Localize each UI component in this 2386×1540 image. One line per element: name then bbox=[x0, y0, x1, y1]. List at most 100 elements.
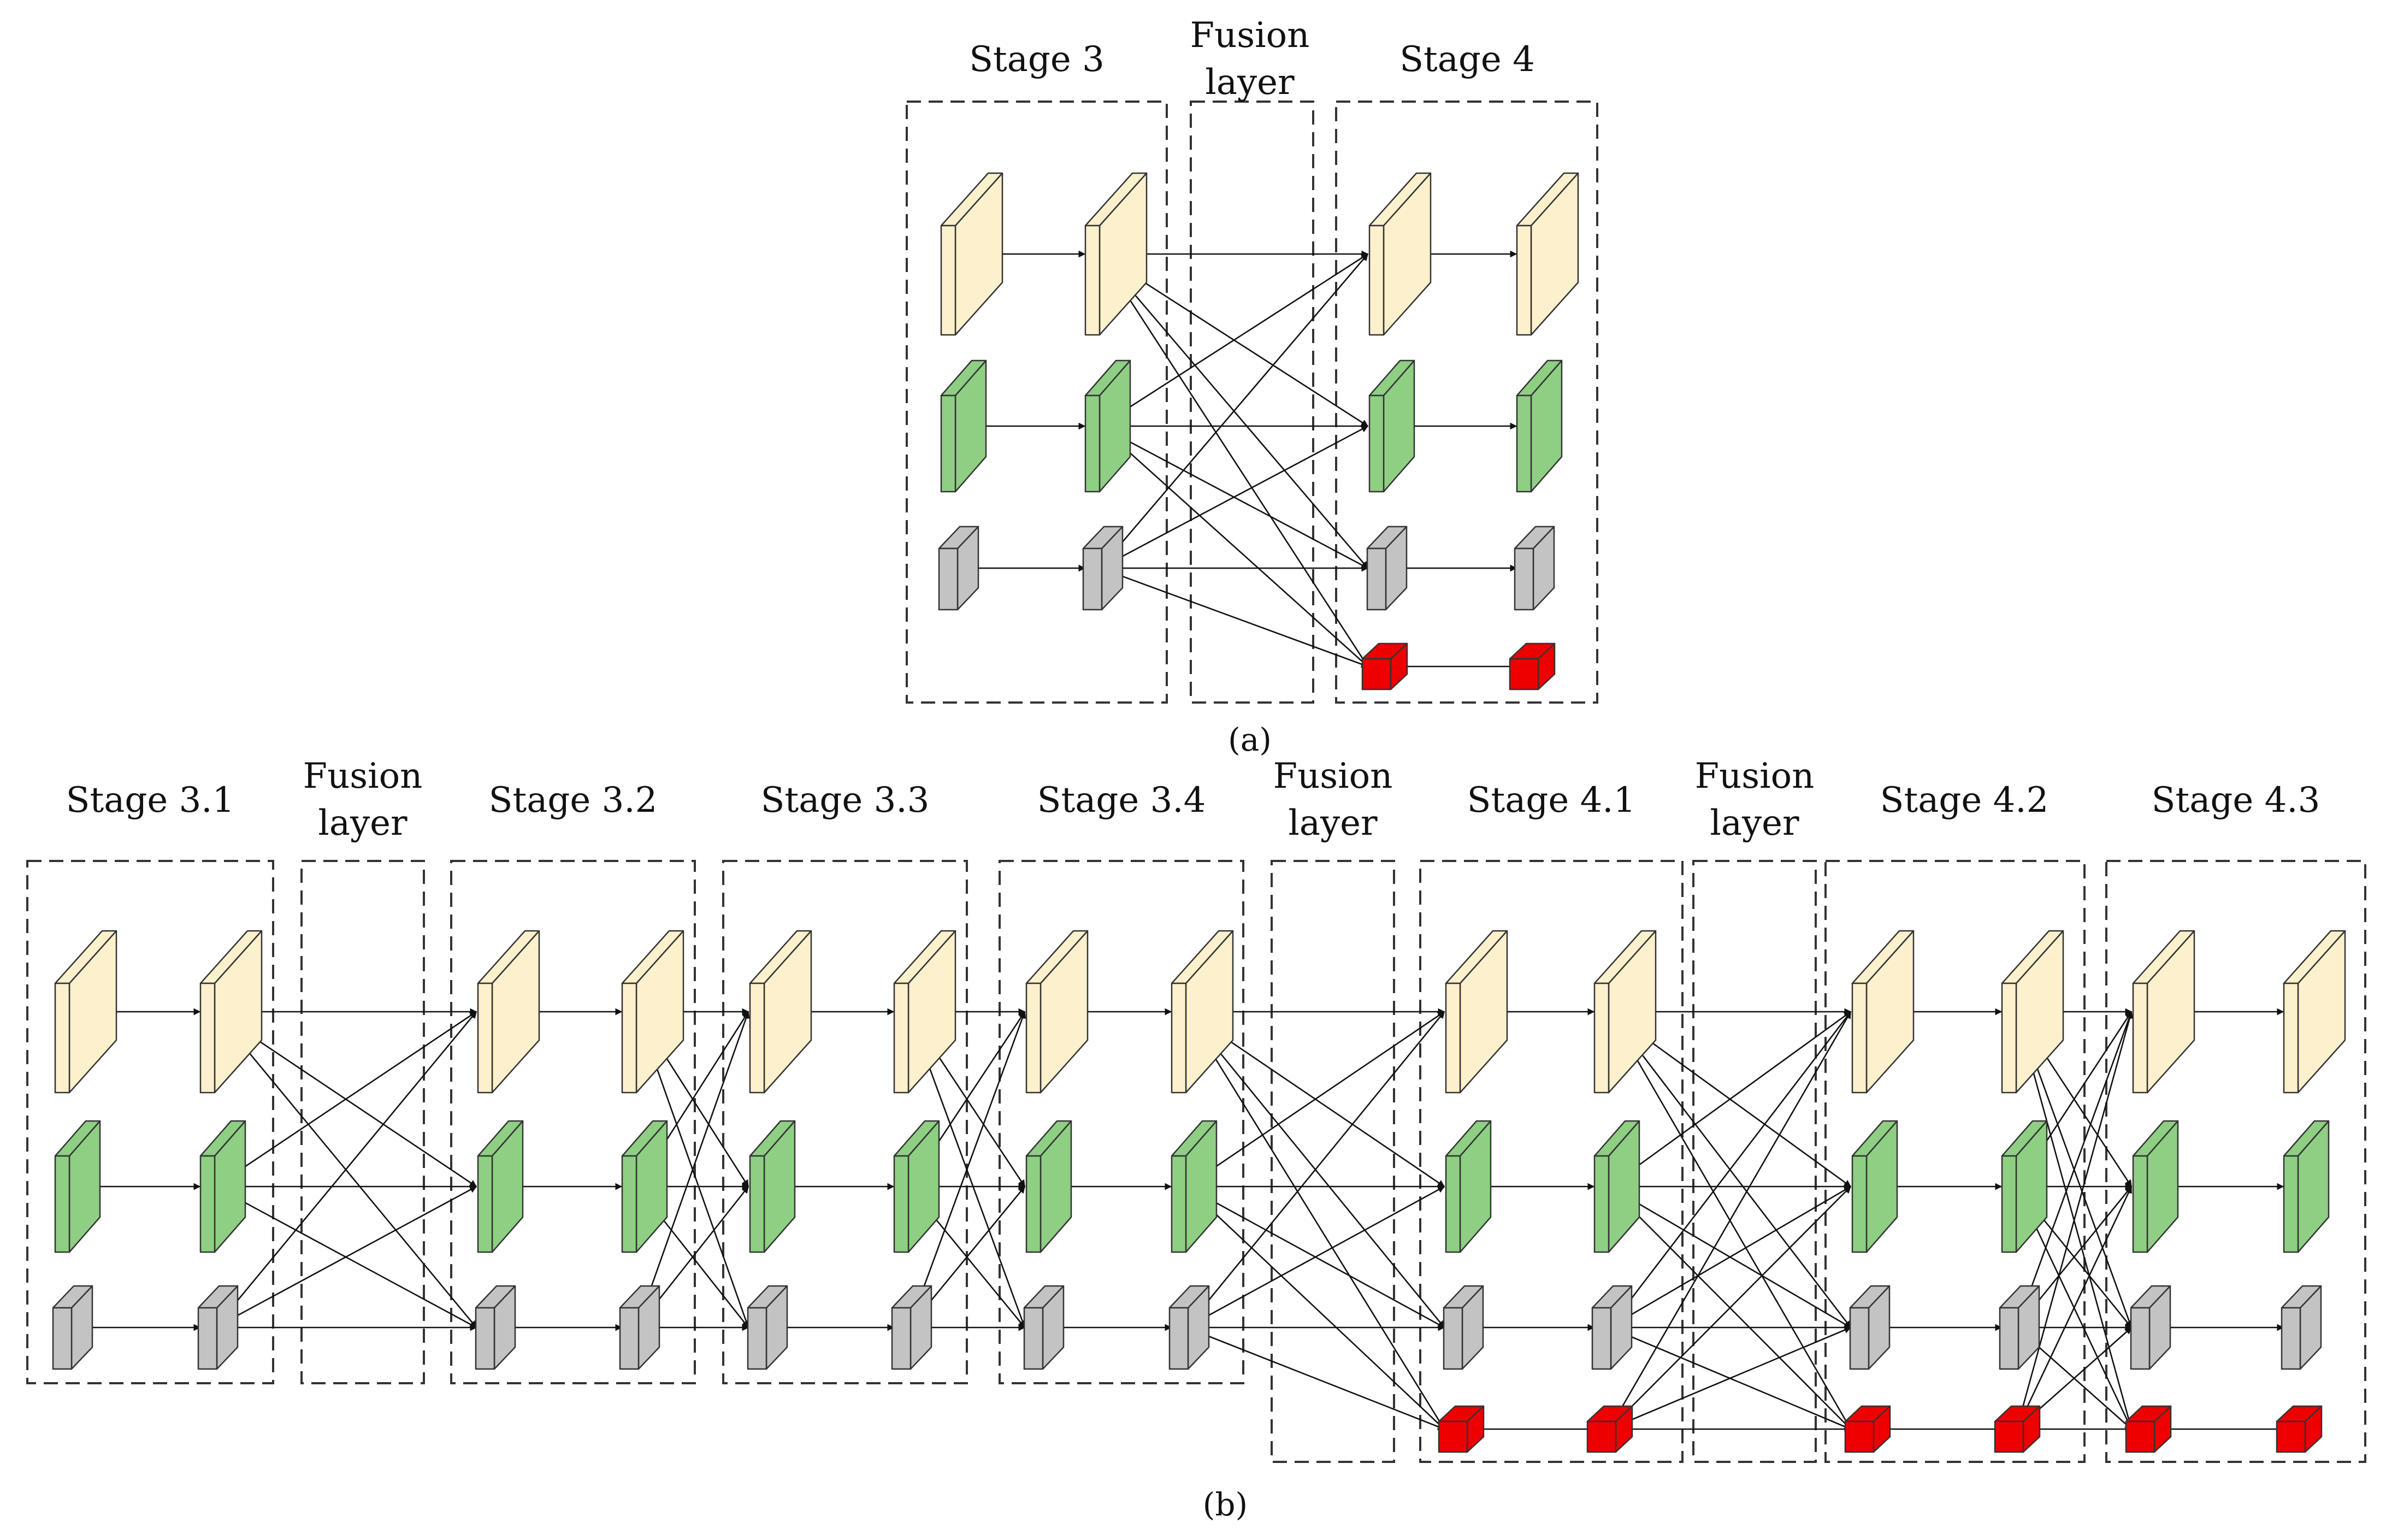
connection-arrow bbox=[1609, 1186, 1851, 1430]
connection-arrow bbox=[636, 1011, 750, 1328]
stage-box bbox=[26, 860, 274, 1384]
connection-arrow bbox=[1609, 1011, 1852, 1188]
connection-arrow bbox=[1100, 425, 1369, 569]
stage-label: Stage 3.4 bbox=[1037, 780, 1206, 821]
stage-box bbox=[1419, 860, 1684, 1463]
high-resolution-feature-map bbox=[749, 930, 812, 1094]
medium-resolution-feature-map bbox=[1025, 1120, 1072, 1253]
high-resolution-feature-map bbox=[2132, 930, 2195, 1094]
connection-arrow bbox=[214, 1011, 477, 1328]
panel-a-feature-maps bbox=[938, 172, 1579, 691]
connection-arrow bbox=[1185, 1011, 1445, 1430]
medium-resolution-feature-map bbox=[2283, 1120, 2330, 1253]
high-resolution-feature-map bbox=[621, 930, 684, 1094]
medium-resolution-feature-map bbox=[1084, 359, 1131, 493]
medium-resolution-feature-map bbox=[1593, 1120, 1640, 1253]
low-resolution-feature-map bbox=[1023, 1285, 1065, 1370]
connection-arrow bbox=[1185, 1011, 1445, 1328]
fusion-layer-label-line2: layer bbox=[1205, 62, 1295, 103]
panel-b-feature-maps bbox=[52, 930, 2346, 1453]
high-resolution-feature-map bbox=[477, 930, 540, 1094]
fusion-layer-label-line1: Fusion bbox=[303, 756, 423, 796]
fusion-layer-box bbox=[1190, 101, 1314, 704]
lowest-resolution-feature-map bbox=[2125, 1405, 2172, 1453]
connection-arrow bbox=[1100, 426, 1368, 667]
panel-a-boxes bbox=[906, 101, 1598, 704]
medium-resolution-feature-map bbox=[1445, 1120, 1492, 1253]
panel-a-caption: (a) bbox=[1228, 721, 1272, 758]
medium-resolution-feature-map bbox=[477, 1120, 524, 1253]
stage-label: Stage 4.3 bbox=[2152, 780, 2320, 821]
fusion-layer-box bbox=[1692, 860, 1817, 1463]
low-resolution-feature-map bbox=[747, 1285, 788, 1370]
medium-resolution-feature-map bbox=[2132, 1120, 2179, 1253]
low-resolution-feature-map bbox=[475, 1285, 516, 1370]
stage-box bbox=[906, 101, 1168, 704]
connection-arrow bbox=[1100, 567, 1369, 668]
fusion-layer-box bbox=[300, 860, 425, 1384]
high-resolution-feature-map bbox=[1593, 930, 1657, 1094]
high-resolution-feature-map bbox=[1368, 172, 1432, 336]
high-resolution-feature-map bbox=[54, 930, 117, 1094]
high-resolution-feature-map bbox=[2001, 930, 2064, 1094]
lowest-resolution-feature-map bbox=[1844, 1405, 1891, 1453]
fusion-layer-label-line1: Fusion bbox=[1695, 756, 1815, 796]
low-resolution-feature-map bbox=[1082, 526, 1124, 611]
high-resolution-feature-map bbox=[1025, 930, 1089, 1094]
lowest-resolution-feature-map bbox=[2276, 1405, 2323, 1453]
fusion-layer-label-line2: layer bbox=[1288, 803, 1378, 843]
low-resolution-feature-map bbox=[1443, 1285, 1484, 1370]
fusion-layer-label-line2: layer bbox=[318, 803, 407, 843]
low-resolution-feature-map bbox=[2130, 1285, 2171, 1370]
connection-arrow bbox=[215, 1185, 477, 1329]
stage-box bbox=[1335, 101, 1598, 704]
stage-box bbox=[1824, 860, 2086, 1463]
low-resolution-feature-map bbox=[1168, 1285, 1210, 1370]
medium-resolution-feature-map bbox=[940, 359, 987, 493]
panel-a-connections bbox=[956, 250, 1517, 670]
connection-arrow bbox=[1100, 253, 1369, 427]
low-resolution-feature-map bbox=[891, 1285, 932, 1370]
stage-label: Stage 3.3 bbox=[761, 780, 930, 821]
stage-label: Stage 3 bbox=[969, 39, 1105, 80]
lowest-resolution-feature-map bbox=[1438, 1405, 1485, 1453]
high-resolution-feature-map bbox=[893, 930, 956, 1094]
connection-arrow bbox=[215, 1011, 477, 1188]
connection-arrow bbox=[1609, 1326, 1852, 1430]
fusion-layer-label-line2: layer bbox=[1710, 803, 1799, 843]
medium-resolution-feature-map bbox=[621, 1120, 668, 1253]
connection-arrow bbox=[1608, 1011, 1852, 1328]
stage-label: Stage 3.2 bbox=[489, 780, 658, 821]
low-resolution-feature-map bbox=[1591, 1285, 1633, 1370]
low-resolution-feature-map bbox=[1366, 526, 1408, 611]
high-resolution-feature-map bbox=[199, 930, 263, 1094]
stage-label: Stage 4.2 bbox=[1880, 780, 2049, 821]
stage-label: Stage 4.1 bbox=[1467, 780, 1636, 821]
stage-box bbox=[722, 860, 968, 1384]
medium-resolution-feature-map bbox=[1368, 359, 1415, 493]
medium-resolution-feature-map bbox=[2001, 1120, 2048, 1253]
low-resolution-feature-map bbox=[1849, 1285, 1891, 1370]
low-resolution-feature-map bbox=[1514, 526, 1555, 611]
connection-arrow bbox=[908, 1011, 1026, 1328]
lowest-resolution-feature-map bbox=[1994, 1405, 2041, 1453]
lowest-resolution-feature-map bbox=[1361, 642, 1408, 691]
connection-arrow bbox=[1099, 253, 1369, 668]
medium-resolution-feature-map bbox=[1171, 1120, 1218, 1253]
low-resolution-feature-map bbox=[1999, 1285, 2040, 1370]
stage-label: Stage 4 bbox=[1399, 39, 1535, 80]
stage-box bbox=[999, 860, 1244, 1384]
low-resolution-feature-map bbox=[197, 1285, 239, 1370]
panel-a: Stage 3 Fusion layer Stage 4 (a) bbox=[906, 15, 1598, 758]
medium-resolution-feature-map bbox=[54, 1120, 101, 1253]
lowest-resolution-feature-map bbox=[1586, 1405, 1633, 1453]
medium-resolution-feature-map bbox=[1851, 1120, 1898, 1253]
low-resolution-feature-map bbox=[52, 1285, 93, 1370]
high-resolution-feature-map bbox=[2283, 930, 2346, 1094]
connection-arrow bbox=[1186, 1326, 1445, 1430]
low-resolution-feature-map bbox=[938, 526, 979, 611]
panel-a-stage-labels: Stage 3 Fusion layer Stage 4 bbox=[969, 15, 1535, 103]
low-resolution-feature-map bbox=[619, 1285, 660, 1370]
connection-arrow bbox=[2016, 1011, 2134, 1430]
